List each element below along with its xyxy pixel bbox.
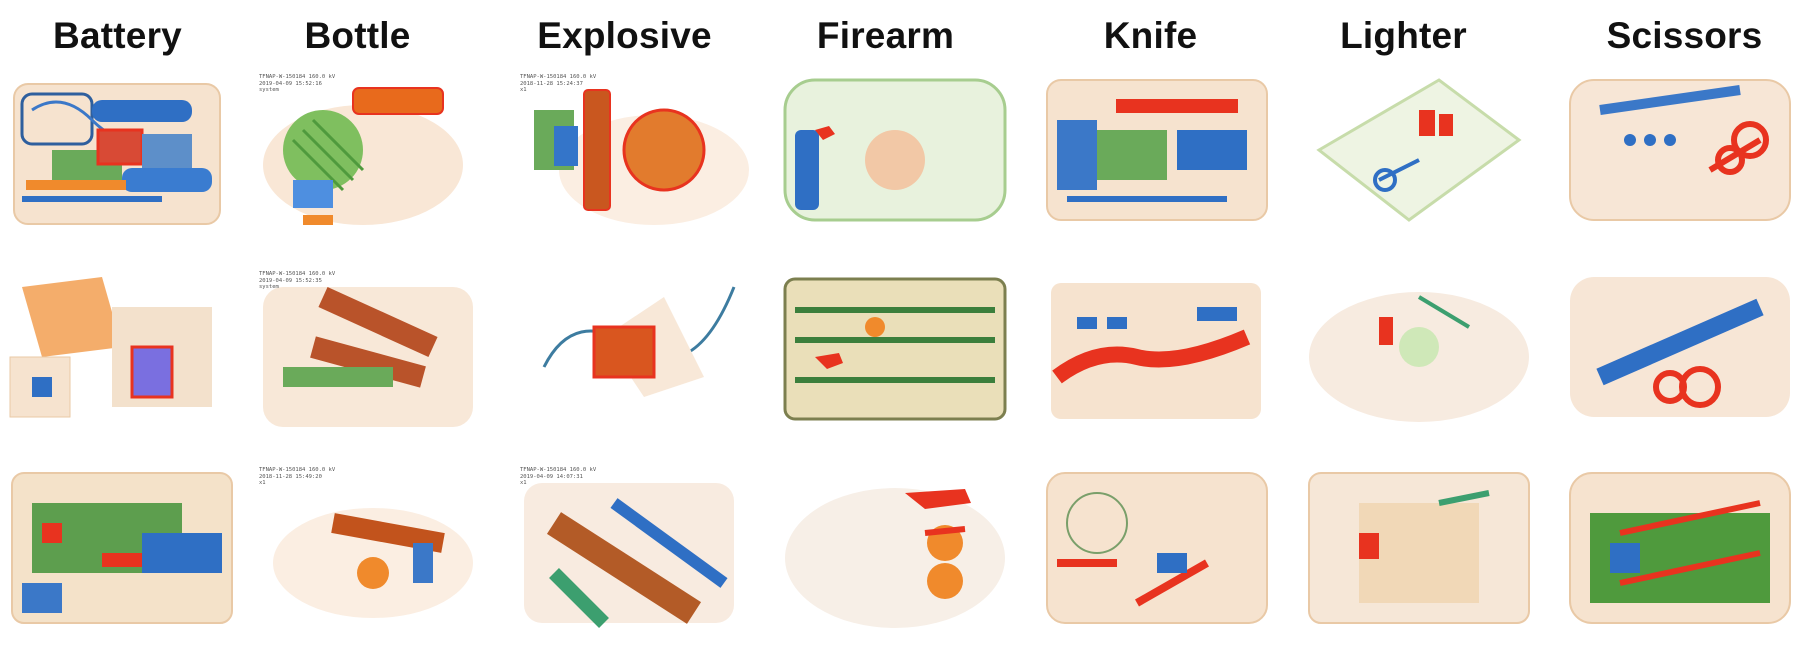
- column-header-scissors: Scissors: [1606, 15, 1763, 56]
- xray-explosive-1: TFNAP-W-150184 160.0 kV 2018-11-28 15:24…: [514, 70, 754, 238]
- column-header-bottle: Bottle: [304, 15, 411, 56]
- xray-battery-3: [2, 463, 242, 631]
- xray-battery-2: [2, 267, 242, 435]
- xray-knife-1: [1037, 70, 1277, 238]
- xray-lighter-3: [1299, 463, 1539, 631]
- xray-lighter-1: [1299, 70, 1539, 238]
- xray-bottle-1: TFNAP-W-150184 160.0 kV 2019-04-09 15:52…: [253, 70, 493, 238]
- xray-scissors-1: [1560, 70, 1800, 238]
- column-header-firearm: Firearm: [816, 15, 955, 56]
- xray-battery-1: [2, 70, 242, 238]
- xray-firearm-1: [775, 70, 1015, 238]
- xray-firearm-3: [775, 463, 1015, 631]
- xray-knife-2: [1037, 267, 1277, 435]
- xray-bottle-3: TFNAP-W-150184 160.0 kV 2018-11-28 15:49…: [253, 463, 493, 631]
- xray-bottle-2: TFNAP-W-150184 160.0 kV 2019-04-09 15:52…: [253, 267, 493, 435]
- scan-caption: TFNAP-W-150184 160.0 kV 2019-04-09 15:52…: [259, 74, 336, 93]
- xray-firearm-2: [775, 267, 1015, 435]
- column-header-explosive: Explosive: [537, 15, 712, 56]
- column-header-battery: Battery: [53, 15, 182, 56]
- scan-caption: TFNAP-W-150184 160.0 kV 2018-11-28 15:49…: [259, 467, 336, 486]
- scan-caption: TFNAP-W-150184 160.0 kV 2019-04-09 15:52…: [259, 271, 336, 290]
- xray-lighter-2: [1299, 267, 1539, 435]
- column-header-knife: Knife: [1103, 15, 1198, 56]
- xray-knife-3: [1037, 463, 1277, 631]
- scan-caption: TFNAP-W-150184 160.0 kV 2018-11-28 15:24…: [520, 74, 597, 93]
- scan-caption: TFNAP-W-150184 160.0 kV 2019-04-09 14:07…: [520, 467, 597, 486]
- xray-scissors-2: [1560, 267, 1800, 435]
- column-header-lighter: Lighter: [1340, 15, 1467, 56]
- xray-scissors-3: [1560, 463, 1800, 631]
- xray-explosive-3: TFNAP-W-150184 160.0 kV 2019-04-09 14:07…: [514, 463, 754, 631]
- xray-explosive-2: [514, 267, 754, 435]
